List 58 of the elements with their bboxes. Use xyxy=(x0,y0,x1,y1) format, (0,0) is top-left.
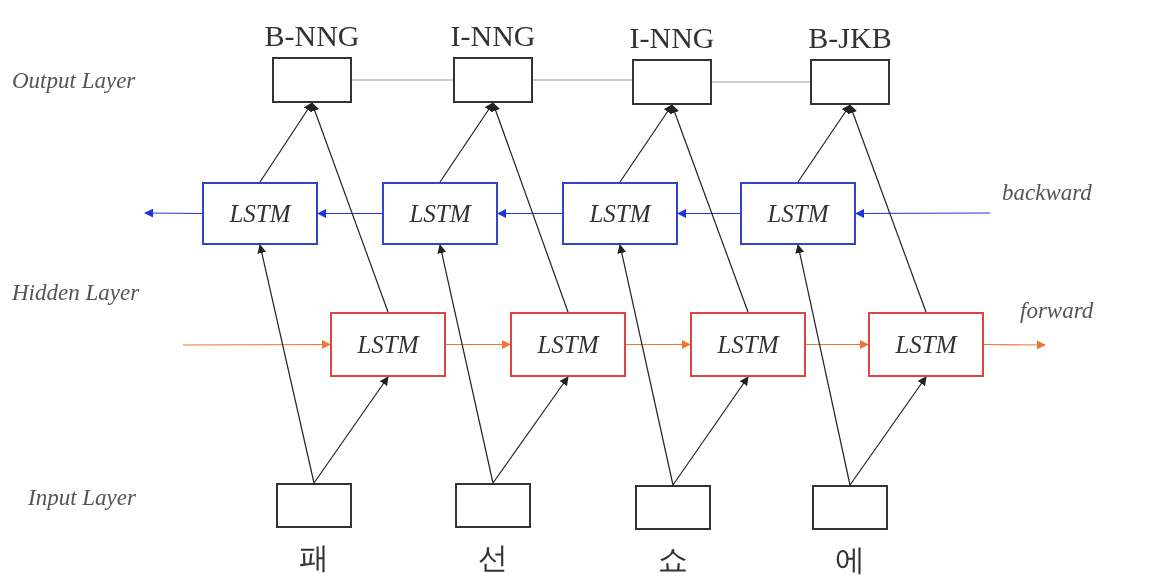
forward-lstm-box xyxy=(868,312,984,377)
token-label: 패 xyxy=(299,540,329,576)
arrow xyxy=(672,376,749,486)
layer-label: Output Layer xyxy=(12,68,136,94)
tag-label: I-NNG xyxy=(450,19,536,53)
tag-label: B-NNG xyxy=(264,19,360,53)
arrow xyxy=(619,104,673,183)
backward-lstm-box xyxy=(382,182,498,245)
layer-label: Input Layer xyxy=(28,485,136,511)
arrow xyxy=(855,208,991,218)
cell-label: LSTM xyxy=(589,199,651,228)
tag-label: I-NNG xyxy=(629,21,715,55)
cell-label: LSTM xyxy=(409,199,471,228)
cell-label: LSTM xyxy=(229,199,291,228)
arrow xyxy=(182,340,331,350)
connector-line xyxy=(532,79,633,81)
layer-label: backward xyxy=(1002,180,1092,206)
arrow xyxy=(625,340,691,349)
arrow xyxy=(259,102,313,183)
forward-lstm-box xyxy=(510,312,626,377)
tag-label: B-JKB xyxy=(808,21,892,55)
arrow xyxy=(497,209,563,218)
arrow xyxy=(795,244,851,486)
arrow xyxy=(439,102,494,183)
cell-label: LSTM xyxy=(895,330,957,359)
arrow xyxy=(437,244,494,484)
arrow xyxy=(144,208,203,218)
layer-label: Hidden Layer xyxy=(12,280,140,306)
arrow xyxy=(670,104,749,313)
forward-lstm-box xyxy=(690,312,806,377)
arrow xyxy=(492,376,569,484)
cell-label: LSTM xyxy=(717,330,779,359)
arrow xyxy=(317,209,383,218)
token-label: 선 xyxy=(478,540,508,576)
arrow xyxy=(310,102,389,313)
cell-label: LSTM xyxy=(767,199,829,228)
forward-lstm-box xyxy=(330,312,446,377)
arrow xyxy=(805,340,869,349)
arrow xyxy=(445,340,511,349)
arrow xyxy=(983,340,1046,350)
backward-lstm-box xyxy=(562,182,678,245)
arrow xyxy=(848,104,927,313)
arrow xyxy=(257,244,315,484)
token-label: 쇼 xyxy=(658,542,688,578)
connector-line xyxy=(351,79,454,81)
cell-label: LSTM xyxy=(357,330,419,359)
backward-lstm-box xyxy=(740,182,856,245)
backward-lstm-box xyxy=(202,182,318,245)
arrow xyxy=(677,209,741,218)
arrow xyxy=(849,376,927,486)
token-label: 에 xyxy=(835,542,865,578)
connector-line xyxy=(711,81,811,83)
arrow xyxy=(313,376,389,484)
arrow xyxy=(491,102,569,313)
cell-label: LSTM xyxy=(537,330,599,359)
layer-label: forward xyxy=(1020,298,1094,324)
arrow xyxy=(617,244,674,486)
arrow xyxy=(797,104,851,183)
